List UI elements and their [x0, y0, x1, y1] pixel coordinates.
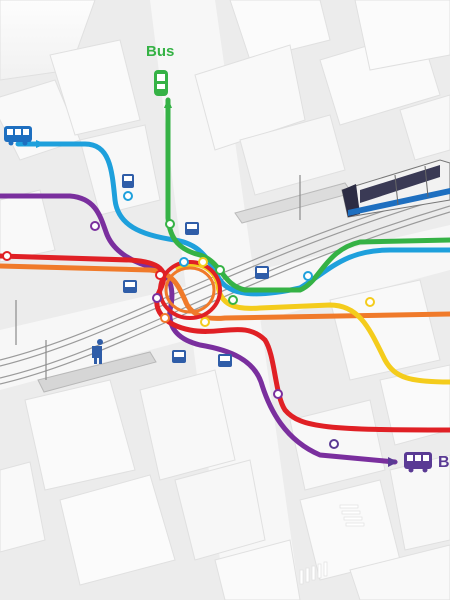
bus-icon — [404, 452, 432, 473]
stop-marker-icon — [152, 293, 162, 303]
stop-marker-icon — [329, 439, 339, 449]
stop-marker-icon — [2, 251, 12, 261]
arrow-icon — [36, 140, 46, 148]
stop-marker-icon — [90, 221, 100, 231]
bus-icon — [255, 266, 269, 279]
bus-icon — [172, 350, 186, 363]
stop-marker-icon — [179, 257, 189, 267]
stop-marker-icon — [165, 219, 175, 229]
tram-icon — [341, 159, 450, 218]
arrow-icon — [164, 98, 172, 108]
bus-icon — [4, 126, 32, 146]
arrow-icon — [388, 457, 398, 467]
stop-marker-icon — [198, 257, 208, 267]
bus-icon — [122, 174, 134, 188]
top-bus-label: Bus — [146, 43, 174, 60]
bottom-right-label: B — [438, 454, 450, 471]
interchange-ring — [158, 260, 222, 320]
bus-icon — [154, 70, 168, 96]
bus-icon — [185, 222, 199, 235]
catenary-poles — [15, 175, 301, 380]
bus-stop-icons — [122, 174, 269, 367]
crosswalk — [299, 504, 365, 585]
line-purple — [0, 193, 398, 465]
stop-marker-icon — [273, 389, 283, 399]
stop-marker-icon — [228, 295, 238, 305]
stop-marker-icon — [123, 191, 133, 201]
stop-marker-icon — [215, 265, 225, 275]
line-green — [165, 97, 450, 293]
bus-icon — [218, 354, 232, 367]
stop-marker-icon — [365, 297, 375, 307]
person-icon — [92, 339, 103, 364]
stop-markers — [2, 191, 375, 449]
stop-marker-icon — [200, 317, 210, 327]
stop-marker-icon — [160, 313, 170, 323]
stop-marker-icon — [155, 270, 165, 280]
tram-platform — [37, 182, 353, 393]
stop-marker-icon — [303, 271, 313, 281]
bus-icon — [123, 280, 137, 293]
